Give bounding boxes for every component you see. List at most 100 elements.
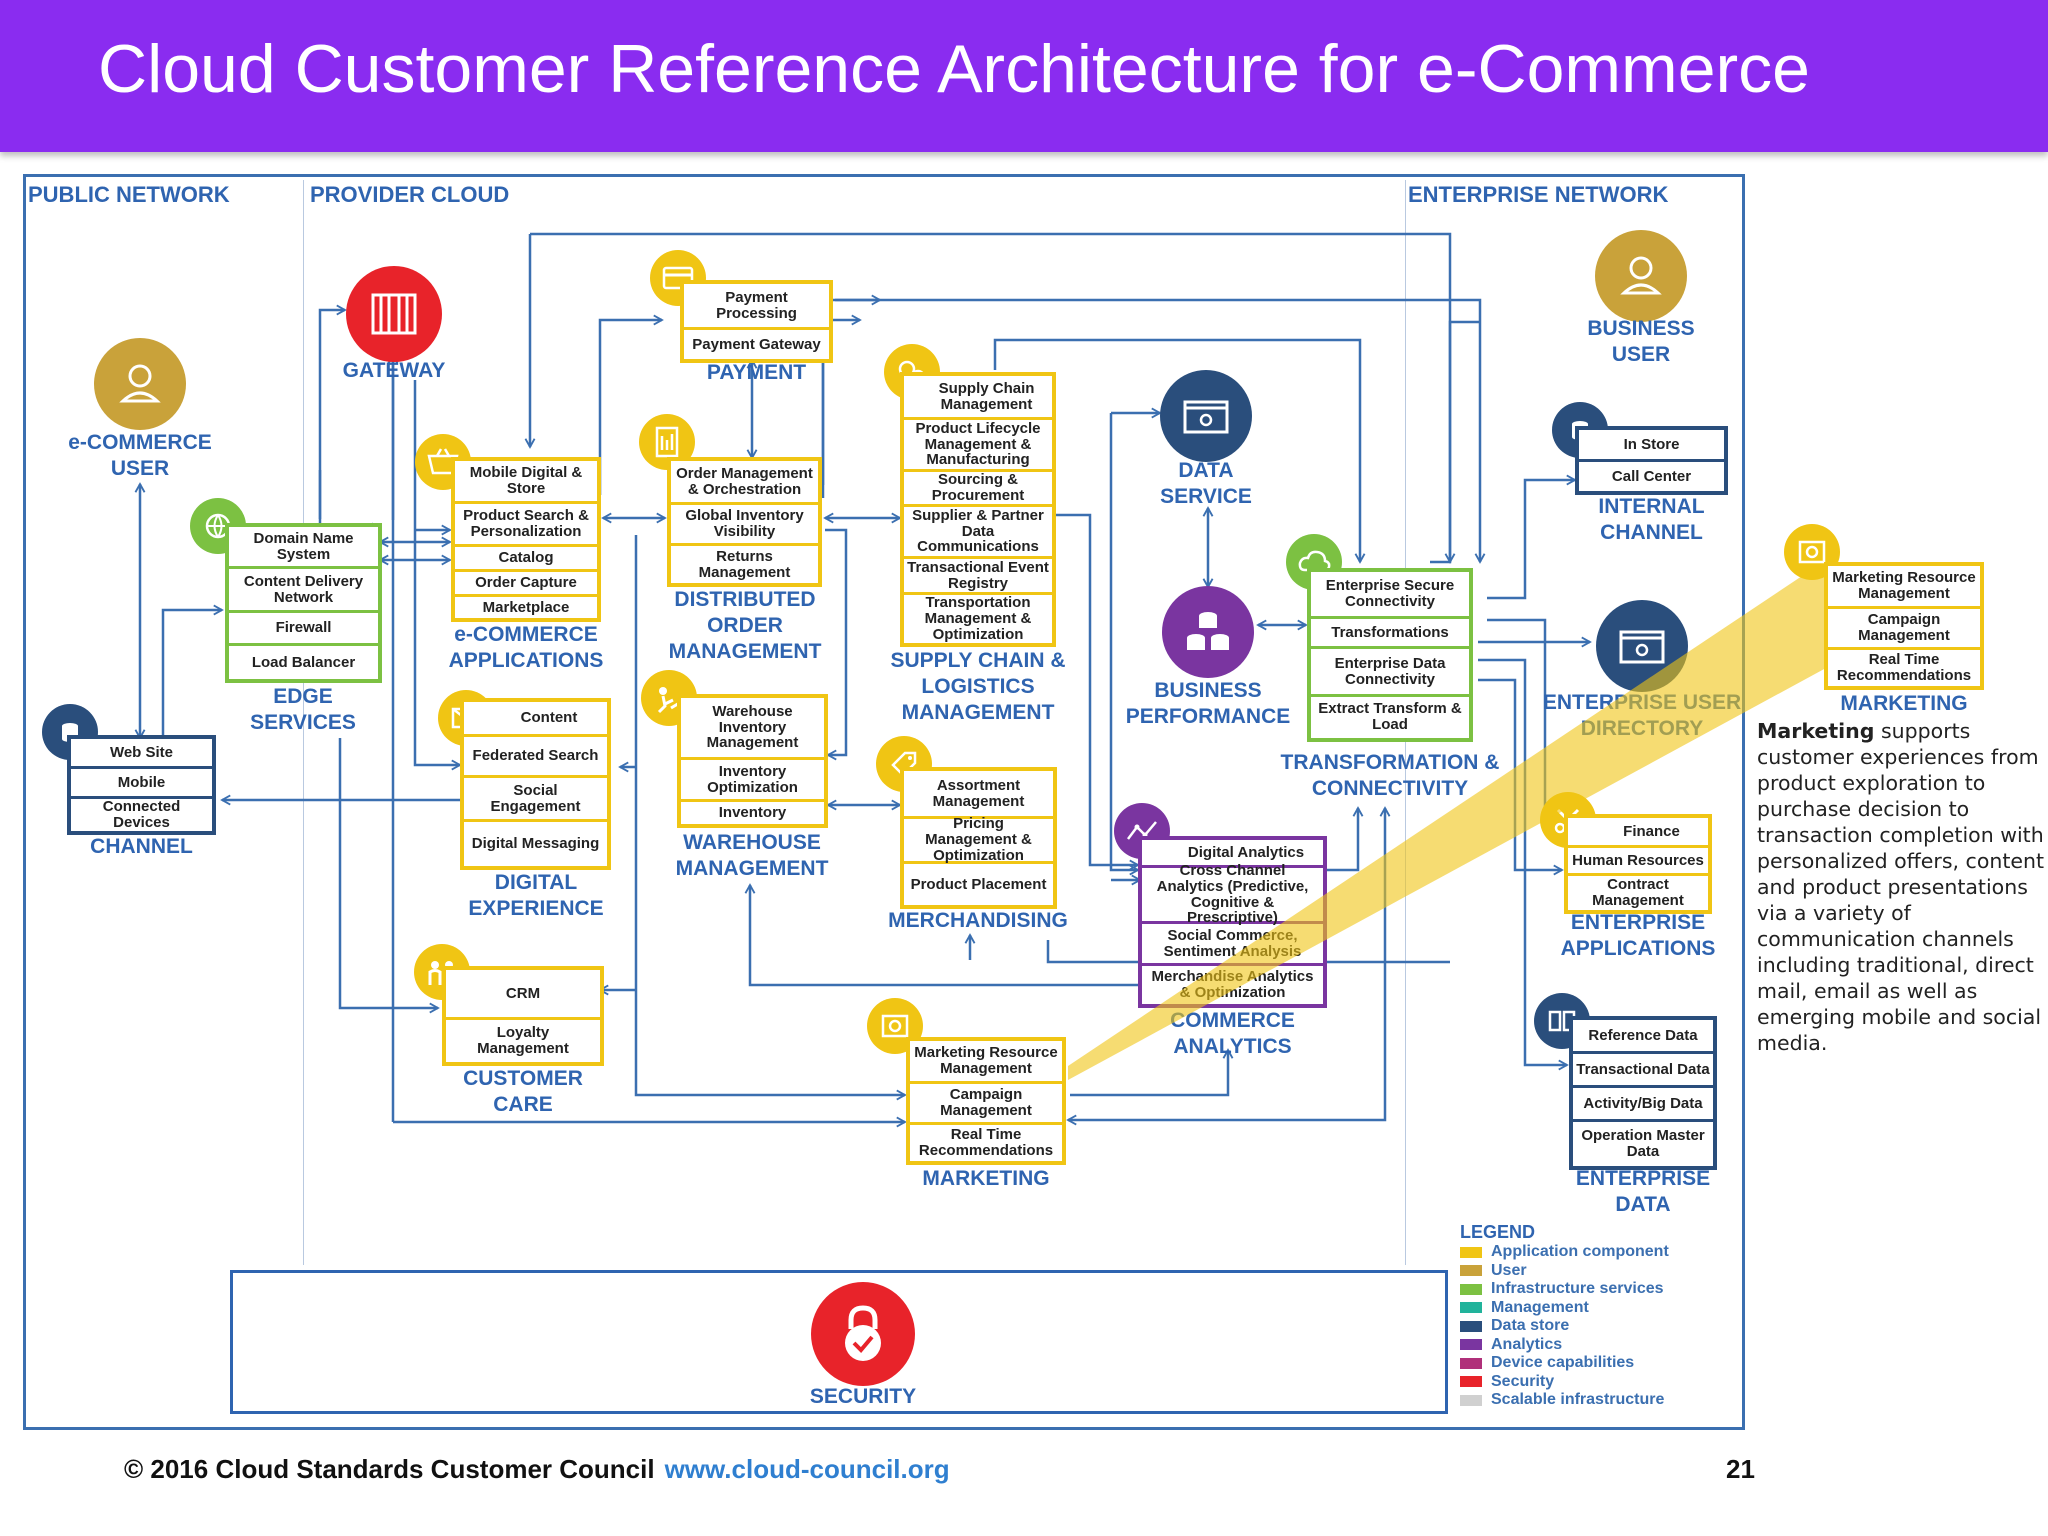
- edge-item[interactable]: Content Delivery Network: [229, 569, 378, 613]
- edge-item[interactable]: Load Balancer: [251, 653, 356, 671]
- marketing-callout-item[interactable]: Campaign Management: [1828, 609, 1980, 650]
- legend-title: LEGEND: [1460, 1222, 1536, 1242]
- marketing-callout-group: Marketing Resource Management Campaign M…: [1824, 562, 1984, 690]
- digital-experience-item[interactable]: Federated Search: [464, 737, 607, 778]
- enterprise-data-item[interactable]: Activity/Big Data: [1573, 1088, 1713, 1122]
- supply-chain-item[interactable]: Transactional Event Registry: [904, 559, 1052, 595]
- legend-item: Management: [1460, 1299, 1750, 1318]
- order-mgmt-item[interactable]: Returns Management: [698, 547, 791, 581]
- commerce-analytics-item[interactable]: Cross Channel Analytics (Predictive, Cog…: [1142, 863, 1323, 926]
- footer-copyright: © 2016 Cloud Standards Customer Council w…: [124, 1454, 950, 1485]
- zone-public-network: PUBLIC NETWORK: [28, 182, 230, 207]
- payment-item[interactable]: Payment Gateway: [692, 335, 821, 353]
- customer-care-item[interactable]: Loyalty Management: [477, 1024, 569, 1057]
- legend-item: Infrastructure services: [1460, 1280, 1750, 1299]
- legend-swatch: [1460, 1376, 1482, 1388]
- transformation-label: TRANSFORMATION & CONNECTIVITY: [1280, 751, 1500, 800]
- ecommerce-app-item[interactable]: Marketplace: [482, 598, 570, 616]
- edge-item[interactable]: Firewall: [229, 613, 378, 646]
- marketing-callout-item[interactable]: Real Time Recommendations: [1836, 651, 1972, 684]
- business-performance-icon: [1162, 586, 1254, 678]
- marketing-callout-item[interactable]: Marketing Resource Management: [1828, 566, 1980, 609]
- transformation-item[interactable]: Transformations: [1311, 619, 1469, 649]
- warehouse-item[interactable]: Inventory: [718, 804, 787, 822]
- edge-item[interactable]: Domain Name System: [229, 527, 378, 569]
- internal-channel-label: INTERNAL CHANNEL: [1598, 495, 1705, 544]
- legend-swatch: [1460, 1246, 1482, 1258]
- payment-item[interactable]: Payment Processing: [684, 284, 829, 330]
- enterprise-data-item[interactable]: Reference Data: [1573, 1020, 1713, 1054]
- enterprise-app-item[interactable]: Contract Management: [1592, 876, 1684, 909]
- merchandising-item[interactable]: Pricing Management & Optimization: [904, 816, 1053, 864]
- supply-chain-item[interactable]: Sourcing & Procurement: [904, 472, 1052, 507]
- legend-swatch: [1460, 1394, 1482, 1406]
- legend-label: Analytics: [1491, 1335, 1563, 1353]
- transformation-item[interactable]: Extract Transform & Load: [1318, 700, 1462, 733]
- ecommerce-app-item[interactable]: Mobile Digital & Store: [455, 461, 597, 504]
- supply-chain-group: Supply Chain Management Product Lifecycl…: [900, 372, 1056, 647]
- warehouse-item[interactable]: Inventory Optimization: [681, 760, 824, 802]
- marketing-label: MARKETING: [922, 1167, 1050, 1190]
- channel-item[interactable]: Mobile: [71, 769, 212, 799]
- warehouse-item[interactable]: Warehouse Inventory Management: [681, 698, 824, 760]
- ecommerce-app-item[interactable]: Product Search & Personalization: [455, 504, 597, 547]
- legend-swatch: [1460, 1302, 1482, 1314]
- warehouse-group: Warehouse Inventory Management Inventory…: [677, 694, 828, 828]
- ecommerce-app-item[interactable]: Catalog: [455, 547, 597, 572]
- transformation-item[interactable]: Enterprise Secure Connectivity: [1311, 572, 1469, 619]
- order-mgmt-item[interactable]: Order Management & Orchestration: [671, 461, 818, 505]
- legend-label: Security: [1491, 1372, 1555, 1390]
- legend-item: Scalable infrastructure: [1460, 1391, 1750, 1410]
- supply-chain-item[interactable]: Transportation Management & Optimization: [924, 594, 1032, 643]
- ecommerce-app-item[interactable]: Order Capture: [455, 572, 597, 597]
- merchandising-item[interactable]: Product Placement: [910, 875, 1047, 893]
- internal-channel-item[interactable]: Call Center: [1611, 467, 1692, 485]
- commerce-analytics-item[interactable]: Digital Analytics: [1142, 840, 1323, 868]
- business-user-label: BUSINESS USER: [1587, 317, 1695, 366]
- customer-care-item[interactable]: CRM: [446, 970, 600, 1020]
- customer-care-label: CUSTOMER CARE: [463, 1067, 583, 1116]
- order-mgmt-label: DISTRIBUTED ORDER MANAGEMENT: [668, 588, 822, 663]
- legend-item: Security: [1460, 1373, 1750, 1392]
- gateway-label: GATEWAY: [342, 359, 446, 382]
- commerce-analytics-label: COMMERCE ANALYTICS: [1170, 1009, 1295, 1058]
- supply-chain-item[interactable]: Supplier & Partner Data Communications: [904, 507, 1052, 559]
- digital-experience-label: DIGITAL EXPERIENCE: [468, 871, 604, 920]
- supply-chain-item[interactable]: Product Lifecycle Management & Manufactu…: [904, 420, 1052, 472]
- title-bar: Cloud Customer Reference Architecture fo…: [0, 0, 2048, 152]
- copyright-text: © 2016 Cloud Standards Customer Council: [124, 1454, 655, 1484]
- ecommerce-apps-label: e-COMMERCE APPLICATIONS: [448, 623, 604, 672]
- enterprise-app-item[interactable]: Finance: [1568, 818, 1708, 848]
- transformation-item[interactable]: Enterprise Data Connectivity: [1311, 649, 1469, 697]
- channel-item[interactable]: Connected Devices: [102, 798, 181, 831]
- order-mgmt-group: Order Management & Orchestration Global …: [667, 457, 822, 587]
- enterprise-apps-label: ENTERPRISE APPLICATIONS: [1560, 911, 1716, 960]
- enterprise-data-item[interactable]: Operation Master Data: [1581, 1127, 1705, 1160]
- merchandising-item[interactable]: Assortment Management: [904, 771, 1053, 819]
- digital-experience-item[interactable]: Social Engagement: [464, 778, 607, 822]
- legend-swatch: [1460, 1320, 1482, 1332]
- supply-chain-item[interactable]: Supply Chain Management: [904, 376, 1052, 420]
- marketing-item[interactable]: Campaign Management: [910, 1084, 1062, 1125]
- channel-item[interactable]: Web Site: [71, 739, 212, 769]
- ecommerce-apps-group: Mobile Digital & Store Product Search & …: [451, 457, 601, 622]
- digital-experience-item[interactable]: Content: [464, 702, 607, 737]
- internal-channel-item[interactable]: In Store: [1579, 430, 1724, 462]
- business-user-icon: [1595, 230, 1687, 322]
- legend-swatch: [1460, 1283, 1482, 1295]
- legend-swatch: [1460, 1357, 1482, 1369]
- legend-item: Data store: [1460, 1317, 1750, 1336]
- footer-link[interactable]: www.cloud-council.org: [664, 1454, 950, 1484]
- enterprise-app-item[interactable]: Human Resources: [1568, 848, 1708, 876]
- marketing-item[interactable]: Real Time Recommendations: [918, 1126, 1054, 1159]
- enterprise-data-item[interactable]: Transactional Data: [1573, 1054, 1713, 1088]
- digital-experience-item[interactable]: Digital Messaging: [471, 835, 600, 853]
- marketing-item[interactable]: Marketing Resource Management: [910, 1041, 1062, 1084]
- zone-enterprise-network: ENTERPRISE NETWORK: [1408, 182, 1669, 207]
- data-service-icon: [1160, 370, 1252, 462]
- channel-label: CHANNEL: [90, 835, 193, 858]
- diagram-frame: [23, 174, 1745, 1430]
- order-mgmt-item[interactable]: Global Inventory Visibility: [671, 505, 818, 546]
- ecommerce-user-icon: [94, 338, 186, 430]
